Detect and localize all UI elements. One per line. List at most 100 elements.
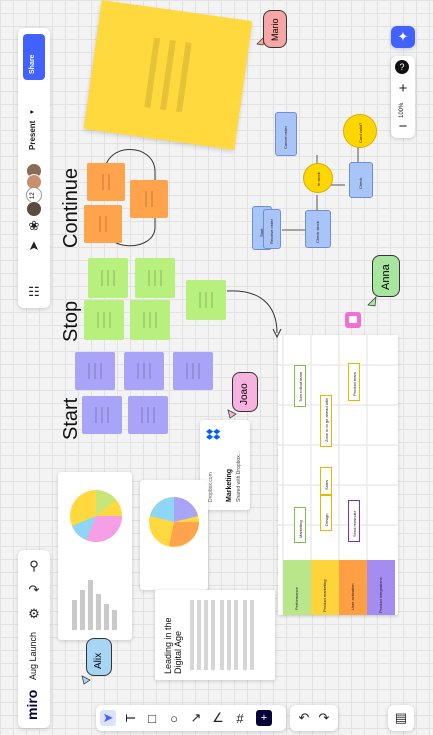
purple-sticky-1[interactable] [75, 352, 115, 390]
flow-check-stock-label: Check stock [315, 221, 320, 243]
flow-in-stock[interactable]: In stock [303, 163, 333, 193]
select-cursor-icon[interactable]: ➤ [100, 710, 116, 726]
roadmap-row-label: Product marketing [322, 579, 327, 612]
cursor-joao: Joao [226, 372, 262, 419]
roadmap-card-label: Zone in to go ahead with [324, 398, 329, 442]
roadmap-card-label: Send reminder [352, 510, 357, 537]
board-name[interactable]: Aug Launch [28, 631, 38, 680]
minimap-button[interactable]: ▤ [388, 705, 414, 731]
roadmap-board[interactable]: Performance Product marketing User activ… [278, 335, 398, 615]
pie-chart-2 [149, 497, 199, 547]
zoom-out-icon[interactable]: − [398, 117, 408, 135]
frame-icon[interactable]: # [236, 710, 244, 726]
cursor-mario-label: Mario [270, 18, 280, 41]
orange-sticky-3[interactable] [84, 205, 122, 243]
celebrate-icon[interactable]: ❀ [28, 218, 40, 233]
roadmap-card-design[interactable]: Design [320, 495, 332, 531]
document-card[interactable]: Leading in the Digital Age [155, 590, 275, 680]
green-sticky-3[interactable] [84, 300, 124, 340]
roadmap-card-label: Turn rollout team [298, 371, 303, 402]
collaborator-count: 12 [30, 192, 36, 199]
chart-panel-left[interactable] [58, 472, 132, 640]
document-lines [190, 600, 254, 670]
roadmap-card-rollout[interactable]: Turn rollout team [294, 365, 306, 407]
cursor-anna-label: Anna [380, 264, 392, 290]
zoom-level[interactable]: 100% [399, 102, 405, 118]
purple-sticky-3[interactable] [173, 352, 213, 390]
flow-receive-order[interactable]: Receive order [263, 209, 281, 249]
comment-pin[interactable] [345, 312, 361, 328]
cursor-anna: Anna [362, 255, 402, 310]
minimap-icon: ▤ [394, 710, 408, 725]
frame-title-continue: Continue [60, 167, 82, 248]
undo-redo-bar: ↶ ↷ [290, 705, 338, 731]
redo-icon[interactable]: ↷ [318, 710, 330, 725]
green-sticky-5[interactable] [186, 280, 226, 320]
cursor-arrow-icon[interactable]: ➤ [26, 240, 41, 252]
green-sticky-1[interactable] [88, 258, 128, 298]
present-button[interactable]: Present ▾ [23, 88, 45, 158]
miro-logo[interactable]: miro [24, 689, 40, 720]
shapes-icon[interactable]: ○ [170, 710, 178, 726]
ai-assist-button[interactable]: ✦ [391, 26, 415, 48]
connector-line-icon[interactable]: ↗ [190, 710, 202, 725]
present-button-label: Present [28, 120, 37, 150]
roadmap-row-product-marketing[interactable]: Product marketing [311, 560, 339, 615]
flow-receive-label: Receive order [269, 219, 274, 244]
share-button-label: Share [29, 54, 36, 74]
zoom-in-icon[interactable]: + [398, 79, 408, 97]
cursor-mario: Mario [255, 10, 287, 50]
continue-loop-connector [104, 149, 156, 247]
sticky-note-icon[interactable]: □ [148, 710, 156, 726]
flow-cancel-label: Cancel order [283, 126, 288, 149]
gear-icon[interactable]: ⚙ [28, 606, 40, 621]
chart-panel-right[interactable] [140, 480, 208, 590]
flow-card-valid[interactable]: Card valid? [343, 114, 377, 148]
help-icon[interactable]: ? [395, 60, 409, 74]
roadmap-card-sales[interactable]: Sales [320, 467, 332, 495]
stop-arrow-connector [226, 290, 282, 339]
settings-sliders-icon[interactable]: ☷ [28, 284, 40, 299]
roadmap-card-send-reminder[interactable]: Send reminder [348, 500, 360, 542]
flow-cancel-order[interactable]: Cancel order [275, 112, 297, 156]
roadmap-row-performance[interactable]: Performance [283, 560, 311, 615]
roadmap-card-product-team[interactable]: Product team [348, 363, 360, 401]
purple-sticky-2[interactable] [124, 352, 164, 390]
roadmap-row-label: Performance [294, 587, 299, 610]
orange-sticky-2[interactable] [130, 180, 168, 218]
document-title: Leading in the Digital Age [163, 617, 183, 674]
board-header: ⚲ ↷ ⚙ Aug Launch miro [18, 550, 50, 728]
purple-sticky-5[interactable] [128, 396, 168, 434]
cursor-joao-label: Joao [239, 383, 250, 405]
creation-toolbar: ➤ T □ ○ ↗ ∠ # + [96, 705, 286, 731]
flow-check-stock[interactable]: Check stock [305, 210, 331, 248]
top-toolbar: Share Present ▾ 12 ❀ ➤ ☷ [18, 28, 50, 308]
pen-icon[interactable]: ∠ [212, 710, 224, 725]
share-button[interactable]: Share [23, 34, 45, 80]
add-more-icon[interactable]: + [256, 710, 272, 726]
flow-in-stock-label: In stock [316, 172, 321, 186]
pie-chart-1 [70, 490, 122, 542]
dropbox-subtitle: Shared with Dropbox... [236, 451, 242, 502]
cursor-alix-label: Alix [93, 652, 104, 669]
export-icon[interactable]: ↷ [28, 582, 40, 597]
flow-check[interactable]: Check [349, 162, 373, 198]
roadmap-row-product-integrations[interactable]: Product integrations [367, 560, 395, 615]
text-icon[interactable]: T [122, 714, 138, 722]
search-icon[interactable]: ⚲ [29, 558, 39, 573]
roadmap-card-marketing[interactable]: Marketing [294, 507, 306, 543]
roadmap-card-zone[interactable]: Zone in to go ahead with [320, 395, 332, 447]
dropbox-card[interactable]: Dropbox.com Marketing Shared with Dropbo… [200, 420, 250, 510]
anna-pointer-icon [367, 296, 377, 307]
undo-icon[interactable]: ↶ [298, 710, 310, 725]
chevron-down-icon: ▾ [28, 110, 36, 114]
collaborator-avatars[interactable]: 12 [23, 163, 45, 217]
green-sticky-4[interactable] [130, 300, 170, 340]
sparkle-icon: ✦ [397, 29, 409, 44]
orange-sticky-1[interactable] [87, 163, 125, 201]
roadmap-row-user-activation[interactable]: User activation [339, 560, 367, 615]
roadmap-row-label: User activation [350, 583, 355, 610]
green-sticky-2[interactable] [135, 258, 175, 298]
bar-chart-1 [72, 580, 117, 630]
purple-sticky-4[interactable] [82, 396, 122, 434]
